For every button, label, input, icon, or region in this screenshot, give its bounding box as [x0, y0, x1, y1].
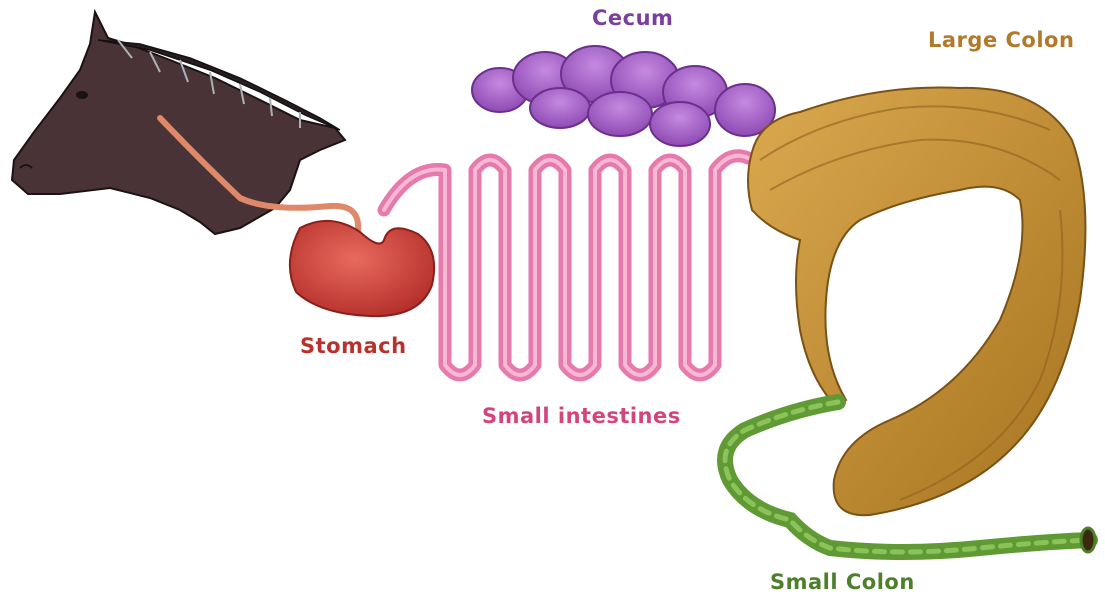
- stomach-organ: [290, 221, 434, 316]
- stomach-label: Stomach: [300, 334, 407, 358]
- cecum-label: Cecum: [592, 6, 673, 30]
- cecum-organ: [472, 46, 775, 146]
- large-colon-label: Large Colon: [928, 28, 1074, 52]
- small-intestines-label: Small intestines: [482, 404, 681, 428]
- small-colon-end: [1081, 528, 1095, 552]
- large-colon-organ: [748, 88, 1085, 516]
- horse-head-illustration: [12, 12, 345, 234]
- small-colon-label: Small Colon: [770, 570, 915, 594]
